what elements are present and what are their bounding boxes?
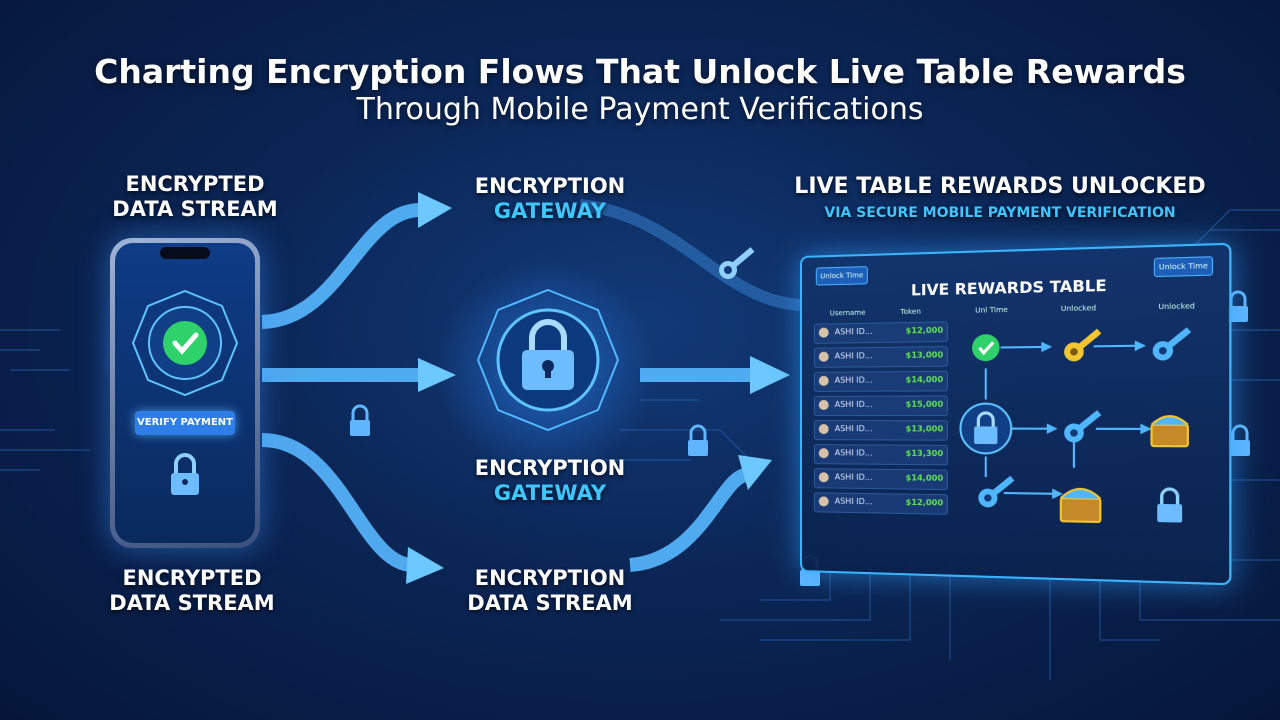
table-row: ASHI ID...$15,000 (813, 395, 948, 417)
key-icon (719, 247, 755, 279)
verify-payment-button[interactable]: VERIFY PAYMENT (135, 411, 235, 435)
avatar (818, 327, 829, 338)
gateway-lock-icon (476, 288, 620, 432)
smartphone: VERIFY PAYMENT (110, 238, 260, 548)
table-row: ASHI ID...$14,000 (813, 370, 948, 392)
avatar (818, 424, 829, 435)
phone-lock-icon (171, 453, 199, 495)
avatar (818, 351, 829, 362)
column-header: Unlocked (1060, 303, 1097, 314)
check-shield-icon (131, 289, 239, 397)
table-row: ASHI ID...$13,000 (813, 420, 948, 441)
success-check-icon (972, 333, 1000, 362)
label-middle-center: ENCRYPTION GATEWAY (474, 456, 626, 505)
table-row: ASHI ID...$13,000 (813, 346, 948, 368)
column-header: Unlocked (1158, 301, 1195, 312)
avatar (818, 448, 829, 459)
label-top-center: ENCRYPTION GATEWAY (474, 174, 626, 223)
flow-lock-icon (1157, 489, 1182, 523)
phone-notch (160, 247, 210, 259)
phone-screen: VERIFY PAYMENT (115, 243, 255, 543)
table-row: ASHI ID...$14,000 (813, 468, 948, 491)
table-row: ASHI ID...$12,000 (813, 492, 948, 515)
label-bottom-center: ENCRYPTION DATA STREAM (467, 566, 633, 615)
floating-lock-icons (350, 290, 1250, 586)
phone-graphics (131, 289, 239, 495)
table-row: ASHI ID...$12,000 (813, 321, 948, 344)
live-rewards-table-panel: Unlock Time Unlock Time LIVE REWARDS TAB… (800, 242, 1232, 586)
column-header: Username (829, 308, 866, 318)
reward-flow-diagram (956, 327, 1220, 583)
label-top-left: ENCRYPTED DATA STREAM (112, 172, 278, 221)
blue-key-icon (1148, 327, 1192, 365)
avatar (818, 472, 829, 483)
avatar (818, 496, 829, 507)
label-bottom-left: ENCRYPTED DATA STREAM (109, 566, 275, 615)
table-row: ASHI ID...$13,300 (813, 444, 948, 466)
gold-key-icon (1060, 328, 1102, 366)
column-header: Unl Time (975, 305, 1008, 315)
avatar (818, 399, 829, 410)
blue-key-icon (974, 475, 1015, 512)
flow-lock-icon (960, 404, 1011, 454)
right-heading: LIVE TABLE REWARDS UNLOCKED (794, 174, 1206, 199)
column-header: Token (900, 307, 921, 317)
title-line-1: Charting Encryption Flows That Unlock Li… (94, 52, 1186, 91)
treasure-chest-icon (1061, 489, 1100, 522)
title-line-2: Through Mobile Payment Verifications (356, 92, 924, 127)
right-subheading: VIA SECURE MOBILE PAYMENT VERIFICATION (824, 205, 1176, 221)
treasure-chest-icon (1152, 416, 1188, 446)
avatar (818, 375, 829, 386)
blue-key-icon (1060, 410, 1102, 447)
